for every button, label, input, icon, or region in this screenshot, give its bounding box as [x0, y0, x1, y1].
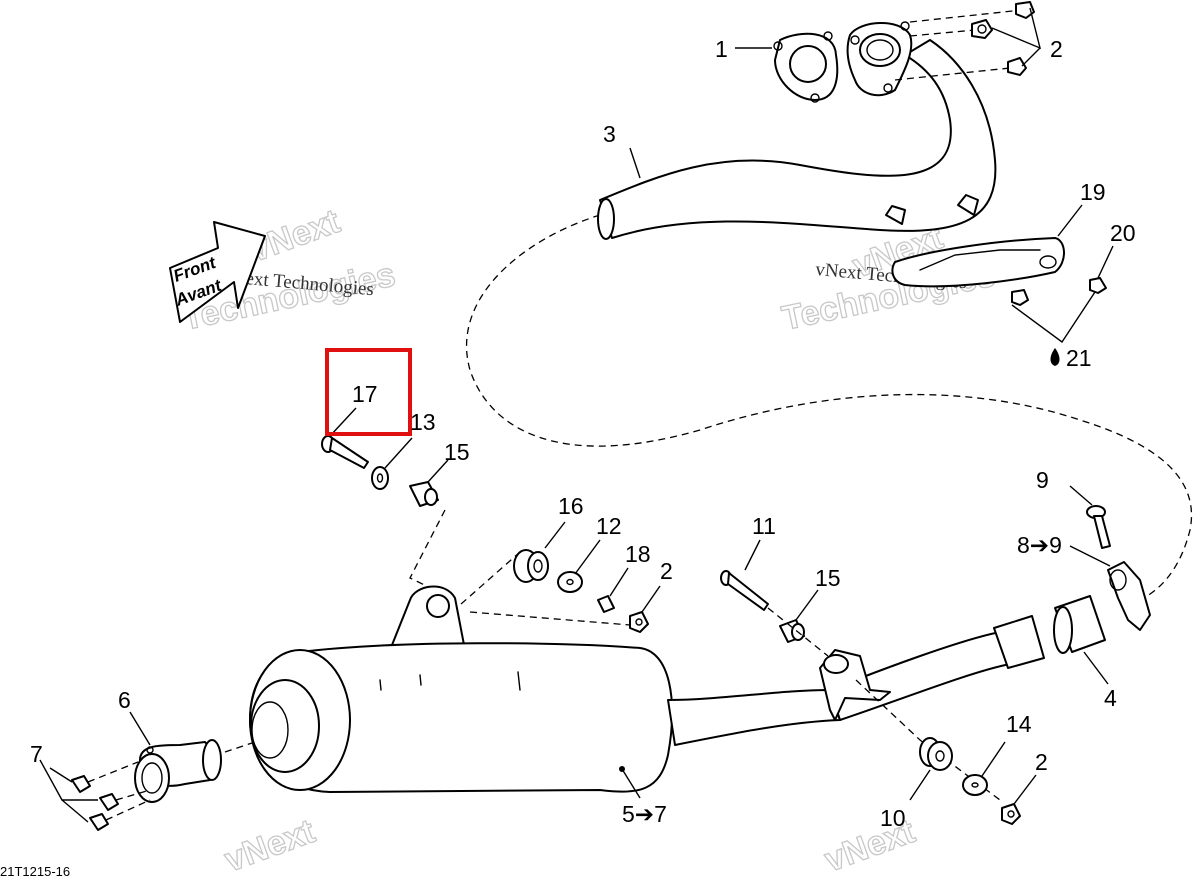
callout-2-top: 2	[1050, 36, 1063, 62]
part-9-bolt	[1086, 505, 1111, 549]
part-16-grommet	[513, 549, 549, 583]
watermark-big-5: vNext	[220, 812, 320, 877]
assembly-line-tip	[224, 741, 256, 753]
callout-21: 21	[1066, 345, 1092, 371]
callout-15-upper: 15	[444, 439, 470, 465]
callout-3: 3	[603, 121, 616, 147]
callout-14: 14	[1006, 711, 1032, 737]
callout-9: 9	[1036, 467, 1049, 493]
part-2-nut-middle	[629, 611, 649, 633]
part-17-bolt	[321, 435, 369, 469]
part-15-spacer-upper	[409, 481, 439, 507]
callout-10: 10	[880, 805, 906, 831]
callout-1: 1	[715, 36, 728, 62]
callout-5-7: 5➔7	[622, 801, 667, 827]
part-20-screw	[1089, 277, 1107, 294]
threadlocker-drop-icon	[1050, 348, 1060, 366]
part-14-washer	[962, 774, 988, 796]
front-direction-arrow: Front Avant	[169, 221, 266, 323]
assembly-line-upper	[409, 509, 446, 591]
callout-12: 12	[596, 513, 622, 539]
watermark-bottom: vNext vNext	[219, 811, 920, 877]
mid-pipe	[819, 615, 1045, 721]
callout-20: 20	[1110, 220, 1136, 246]
callout-16: 16	[558, 493, 584, 519]
assembly-line-lower	[767, 607, 1001, 801]
callout-8-9: 8➔9	[1017, 532, 1062, 558]
callout-19: 19	[1080, 179, 1106, 205]
part-3-header-pipe	[597, 21, 997, 240]
callout-13: 13	[410, 409, 436, 435]
callout-17: 17	[352, 381, 378, 407]
part-2-nuts-top	[894, 1, 1035, 81]
part-15-spacer-lower	[779, 619, 805, 643]
part-8-clamp	[1107, 561, 1151, 631]
callout-15-lower: 15	[815, 565, 841, 591]
part-19-heat-shield	[891, 237, 1065, 306]
part-1-gasket	[773, 31, 839, 103]
diagram-reference-id: 21T1215-16	[0, 864, 70, 877]
part-6-tail-tip	[134, 739, 222, 803]
callout-11: 11	[752, 513, 776, 539]
part-4-sleeve	[1053, 595, 1106, 654]
callout-18: 18	[625, 541, 651, 567]
callout-6: 6	[118, 687, 131, 713]
part-5-muffler	[249, 585, 841, 793]
callout-2-middle: 2	[660, 558, 673, 584]
part-2-nut-lower	[1001, 803, 1021, 825]
callout-7: 7	[30, 741, 43, 767]
part-18-spacer	[597, 595, 615, 613]
highlight-box-17	[325, 348, 412, 436]
part-12-washer	[557, 571, 583, 593]
pipe-route-dashed	[465, 214, 1193, 601]
callout-2-lower: 2	[1035, 749, 1048, 775]
callout-4: 4	[1104, 685, 1117, 711]
part-7-screws	[71, 761, 151, 831]
part-10-grommet	[919, 737, 953, 771]
assembly-line-middle	[451, 551, 631, 626]
part-13-washer	[371, 466, 389, 490]
part-11-bolt	[720, 570, 769, 611]
